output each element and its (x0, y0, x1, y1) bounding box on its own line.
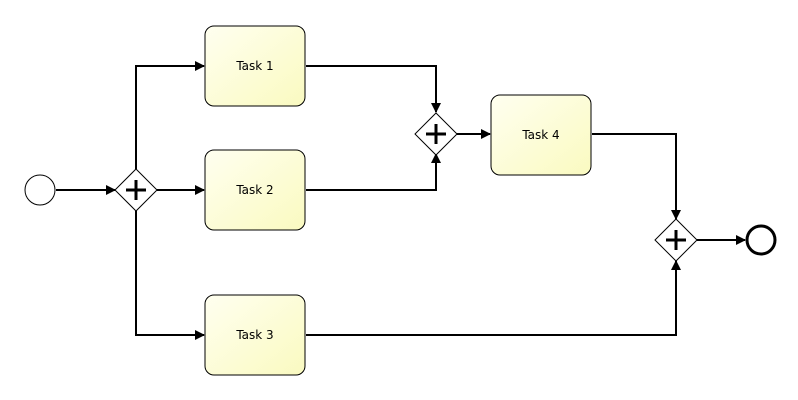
flow-split-to-task-3[interactable] (135, 211, 205, 340)
flow-task-4-to-join-2[interactable] (592, 133, 681, 220)
plus-icon (126, 180, 146, 200)
flow-task-1-to-join-1[interactable] (306, 65, 441, 113)
join-gateway-1[interactable] (414, 112, 458, 156)
task-1[interactable]: Task 1 (204, 25, 306, 107)
join-gateway-2[interactable] (654, 218, 698, 262)
split-gateway[interactable] (114, 168, 158, 212)
flow-task-3-to-join-2[interactable] (306, 260, 681, 336)
flow-split-to-task-1[interactable] (135, 61, 205, 169)
flow-task-2-to-join-1[interactable] (306, 153, 441, 191)
task-3[interactable]: Task 3 (204, 294, 306, 376)
plus-icon (426, 124, 446, 144)
task-4[interactable]: Task 4 (490, 94, 592, 176)
sequence-flows (56, 61, 746, 340)
start-event[interactable] (24, 174, 56, 206)
plus-icon (666, 230, 686, 250)
end-event[interactable] (745, 224, 777, 256)
task-2[interactable]: Task 2 (204, 149, 306, 231)
task-1-label: Task 1 (235, 59, 273, 73)
task-3-label: Task 3 (235, 328, 273, 342)
task-2-label: Task 2 (235, 183, 273, 197)
task-4-label: Task 4 (521, 128, 559, 142)
